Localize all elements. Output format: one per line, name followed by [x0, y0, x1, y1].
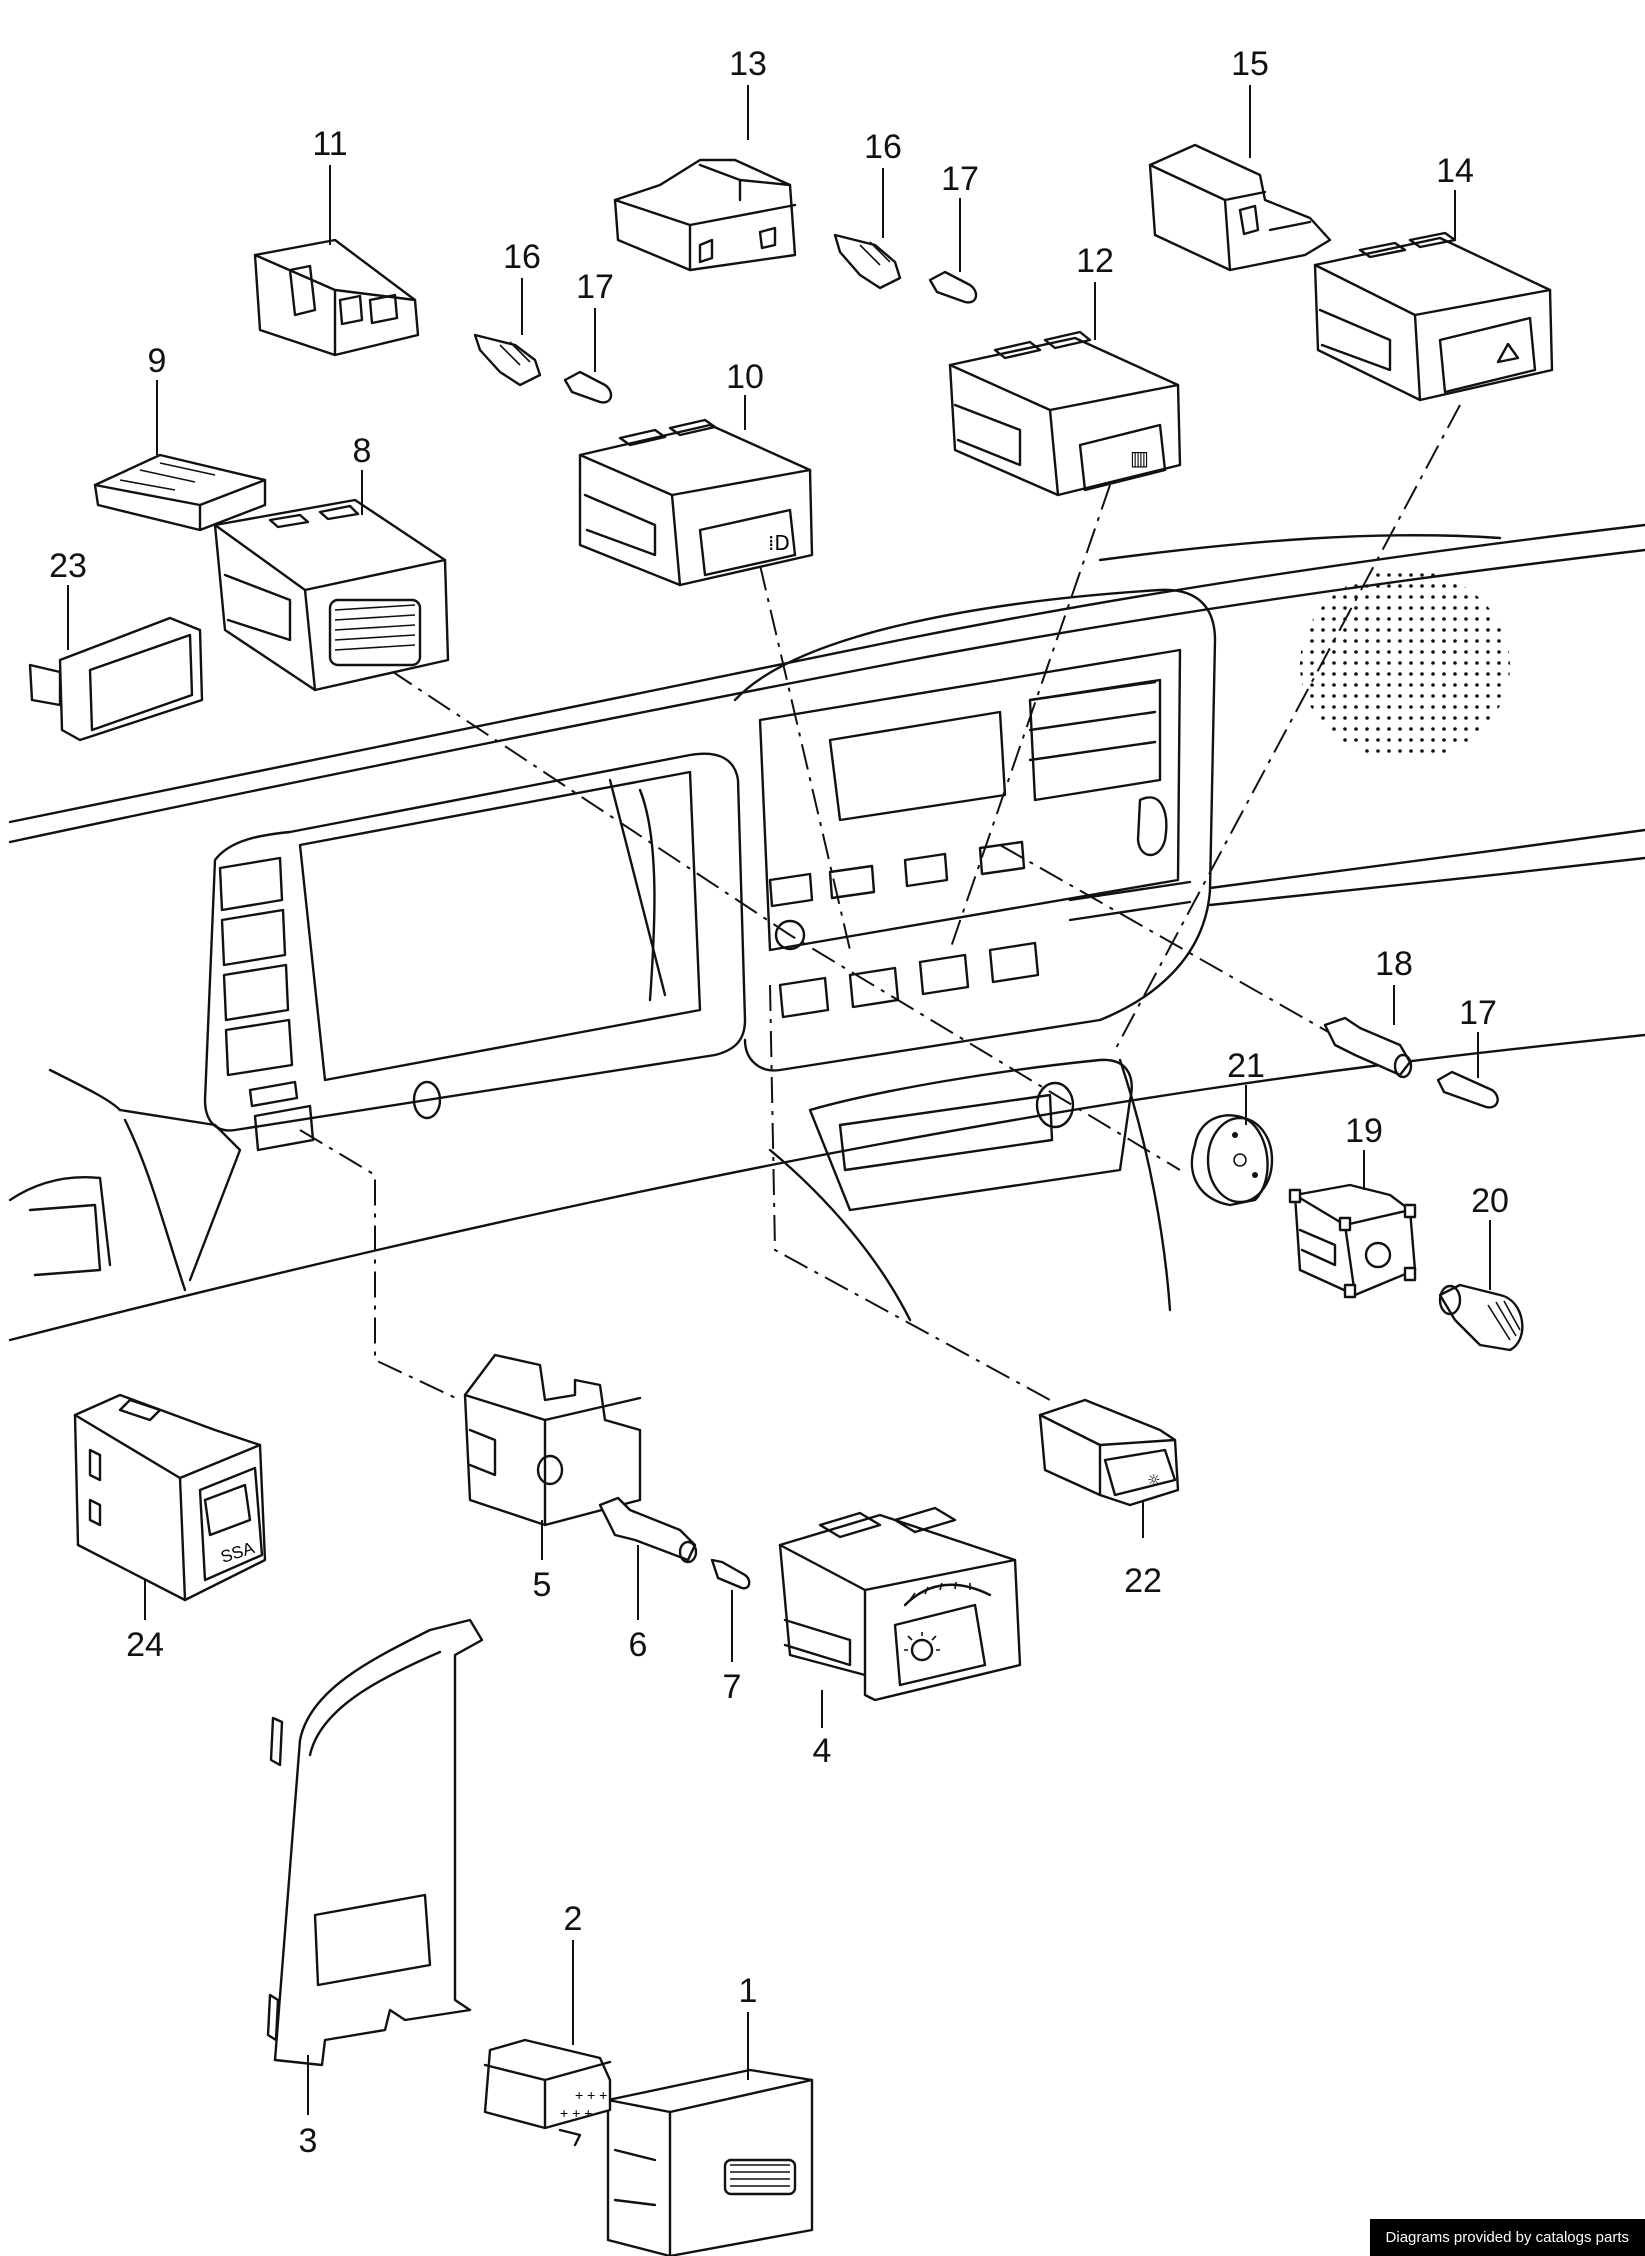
svg-text:☼: ☼ [1147, 1471, 1160, 1489]
callout-6: 6 [629, 1626, 648, 1664]
callout-2: 2 [564, 1900, 583, 1938]
callout-1: 1 [739, 1972, 758, 2010]
callout-18: 18 [1375, 945, 1413, 983]
part-24-ssa-switch: SSA [73, 1393, 267, 1602]
part-16-bulb-holder-left [473, 333, 542, 387]
callout-17-right: 17 [1459, 994, 1497, 1032]
callout-13: 13 [729, 45, 767, 83]
callout-8: 8 [353, 432, 372, 470]
part-7-bulb [710, 1558, 751, 1590]
svg-text:⁞D: ⁞D [768, 531, 790, 555]
callout-14: 14 [1436, 152, 1474, 190]
callout-17-left: 17 [576, 268, 614, 306]
credit-banner: Diagrams provided by catalogs parts [1369, 2219, 1645, 2256]
connector-lines [299, 404, 1461, 1401]
callout-10: 10 [726, 358, 764, 396]
callout-16-left: 16 [503, 238, 541, 276]
part-15-relay-holder [1148, 143, 1332, 272]
part-18-bulb-holder [1323, 1016, 1413, 1079]
part-1-dimmer-switch [606, 2068, 814, 2256]
leader-lines [67, 85, 1491, 2115]
callout-17-top: 17 [941, 160, 979, 198]
callout-numbers: 1 2 3 4 5 6 7 8 9 10 11 12 13 14 15 16 1… [49, 45, 1509, 2160]
part-14-hazard-switch [1313, 231, 1554, 402]
part-22-rocker-switch: ☼ [1038, 1398, 1180, 1507]
part-13-housing [613, 158, 797, 272]
callout-20: 20 [1471, 1182, 1509, 1220]
callout-7: 7 [723, 1668, 742, 1706]
callout-9: 9 [148, 342, 167, 380]
part-10-fog-switch: ⁞D [578, 418, 814, 587]
part-3-trim-panel [266, 1618, 484, 2067]
callout-15: 15 [1231, 45, 1269, 83]
part-6-bulb-socket [598, 1496, 698, 1564]
callout-19: 19 [1345, 1112, 1383, 1150]
part-5-socket [463, 1353, 642, 1527]
speaker-grille [1300, 570, 1510, 760]
callout-23: 23 [49, 547, 87, 585]
callout-16-top: 16 [864, 128, 902, 166]
part-11-holder [253, 238, 420, 357]
part-12-defrost-switch: ▥ [948, 330, 1182, 497]
callout-12: 12 [1076, 242, 1114, 280]
callout-21: 21 [1227, 1047, 1265, 1085]
part-17-bulb-right [1436, 1070, 1499, 1109]
callout-3: 3 [299, 2122, 318, 2160]
part-19-rotary-switch [1288, 1183, 1417, 1299]
part-4-light-switch [778, 1506, 1022, 1702]
callout-11: 11 [312, 125, 347, 163]
part-17-bulb-left [563, 370, 613, 404]
part-9-connector-strip [93, 453, 267, 532]
part-2-connector: + + + + + + [483, 2038, 612, 2147]
callout-4: 4 [813, 1732, 832, 1770]
part-17-bulb-top [928, 270, 978, 304]
svg-text:▥: ▥ [1130, 446, 1149, 470]
svg-text:+ + +: + + + [560, 2105, 592, 2121]
callout-5: 5 [533, 1566, 552, 1604]
callout-24: 24 [126, 1626, 164, 1664]
part-21-knob-cap [1190, 1114, 1274, 1207]
dashboard-outline [8, 523, 1645, 1342]
callout-22: 22 [1124, 1562, 1162, 1600]
part-8-rheostat-switch [213, 498, 450, 692]
part-16-bulb-holder-top [833, 233, 902, 290]
svg-text:+ + +: + + + [575, 2087, 607, 2103]
part-20-knob [1438, 1283, 1524, 1352]
part-23-blank-cover [28, 616, 204, 742]
